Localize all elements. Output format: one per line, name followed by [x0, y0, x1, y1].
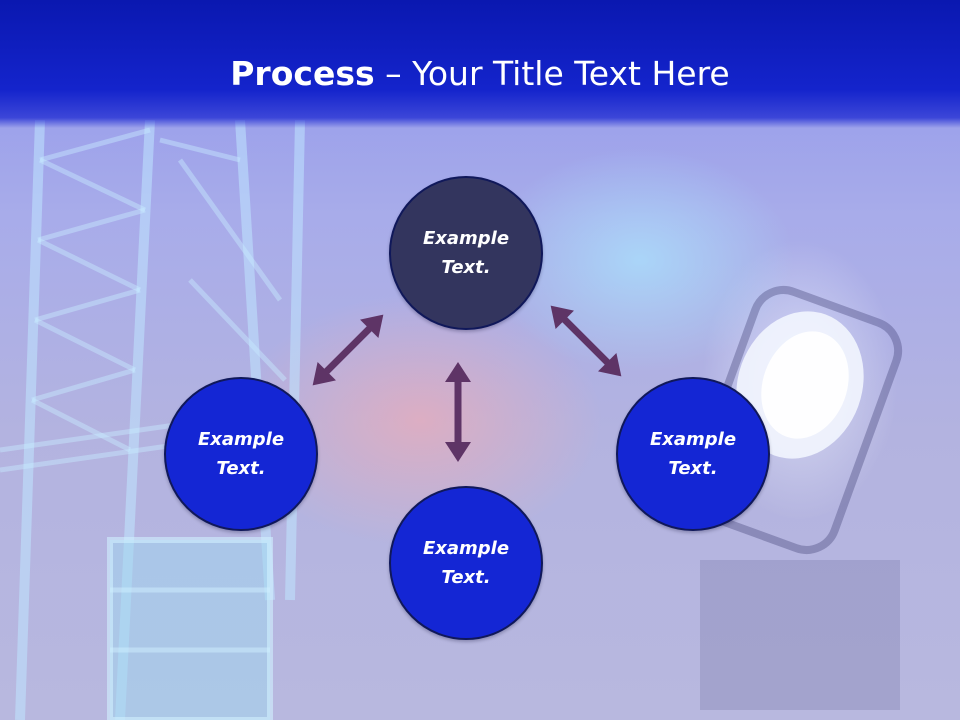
process-node-left: Example Text.: [164, 377, 318, 531]
node-bottom-label: Example Text.: [422, 538, 510, 588]
title-rest: – Your Title Text Here: [374, 54, 730, 93]
arrow-top-left: [312, 314, 384, 386]
node-left-label: Example Text.: [197, 429, 285, 479]
arrow-vertical: [445, 362, 471, 462]
node-right-label: Example Text.: [649, 429, 737, 479]
arrow-top-right: [550, 305, 622, 377]
process-node-bottom: Example Text.: [389, 486, 543, 640]
process-node-top: Example Text.: [389, 176, 543, 330]
node-top-label: Example Text.: [422, 228, 510, 278]
lighting-truss-image: [0, 120, 305, 720]
slide-title: Process – Your Title Text Here: [0, 50, 960, 98]
title-bold: Process: [230, 54, 375, 93]
process-node-right: Example Text.: [616, 377, 770, 531]
title-bar: [0, 0, 960, 128]
